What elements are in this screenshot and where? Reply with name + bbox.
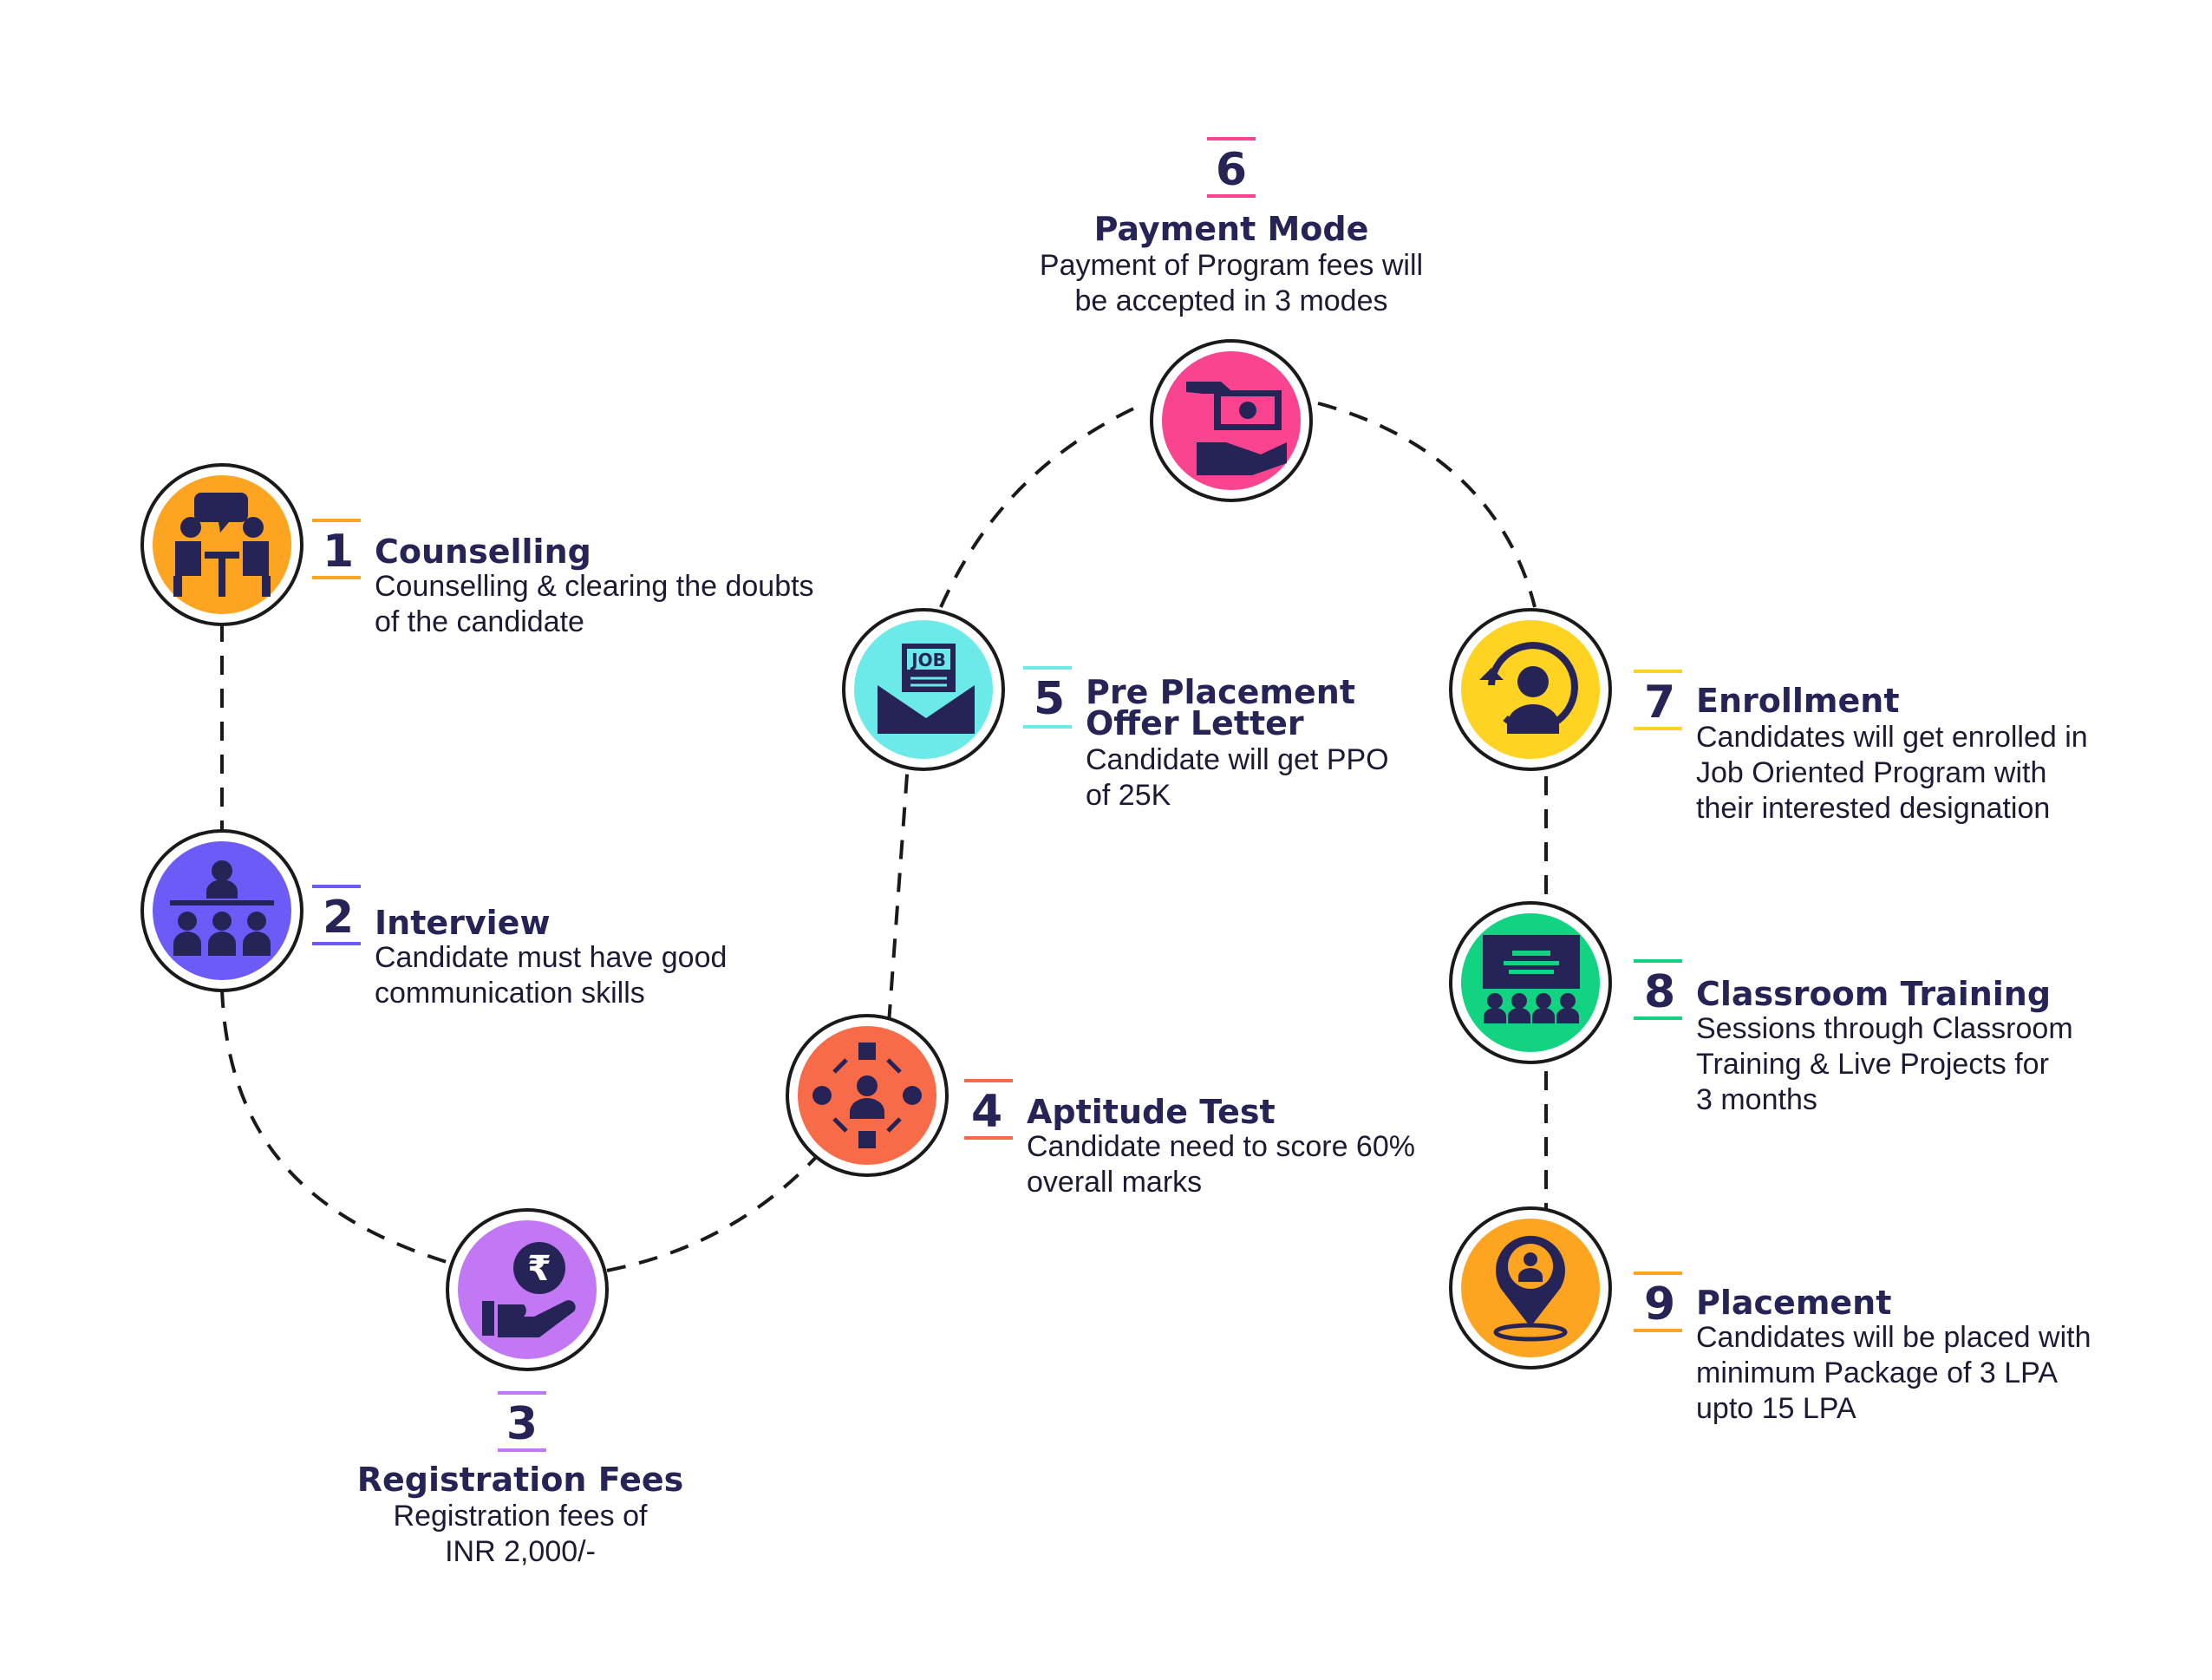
step-5-desc-line-2: of 25K	[1086, 779, 1171, 812]
step-1-number: 1	[323, 526, 355, 578]
step-4-bar-top	[964, 1079, 1013, 1082]
step-8-desc-line-1: Sessions through Classroom	[1696, 1012, 2073, 1045]
step-8-bar-bottom	[1634, 1016, 1682, 1020]
step-4-desc-line-2: overall marks	[1027, 1166, 1203, 1199]
step-3-desc-line-2: INR 2,000/-	[445, 1535, 596, 1568]
step-3-title: Registration Fees	[356, 1461, 684, 1499]
step-8-number: 8	[1644, 966, 1676, 1018]
connector-2-3	[220, 988, 447, 1264]
step-7-bar-top	[1634, 670, 1682, 673]
step-1-bar-bottom	[312, 576, 361, 579]
step-1-node	[140, 463, 303, 626]
counselling-icon	[173, 493, 271, 597]
step-9-number: 9	[1644, 1278, 1676, 1330]
step-8-desc-line-2: Training & Live Projects for	[1696, 1048, 2049, 1081]
step-5-title-line-1: Pre Placement	[1086, 673, 1355, 711]
step-4-number: 4	[971, 1086, 1003, 1138]
payment-hand-icon	[1186, 382, 1287, 475]
svg-text:₹: ₹	[527, 1249, 551, 1289]
step-4-title: Aptitude Test	[1027, 1093, 1276, 1131]
step-3-desc-line-1: Registration fees of	[393, 1500, 648, 1533]
step-9-desc-line-3: upto 15 LPA	[1696, 1392, 1856, 1425]
step-7-desc-line-2: Job Oriented Program with	[1696, 756, 2047, 789]
connector-3-4	[606, 1152, 821, 1272]
step-5-desc-line-1: Candidate will get PPO	[1086, 743, 1389, 776]
step-2-desc-line-1: Candidate must have good	[375, 941, 728, 974]
step-3-node: ₹	[446, 1208, 609, 1371]
step-8-bar-top	[1634, 959, 1682, 963]
step-9-title: Placement	[1696, 1284, 1892, 1322]
step-7-desc-line-1: Candidates will get enrolled in	[1696, 721, 2088, 754]
step-5-bar-top	[1023, 666, 1072, 670]
step-9-bar-bottom	[1634, 1329, 1682, 1332]
step-2-title: Interview	[375, 904, 551, 942]
step-1-desc-line-2: of the candidate	[375, 605, 584, 638]
step-6-bar-bottom	[1207, 194, 1256, 198]
step-2-number: 2	[323, 892, 355, 944]
step-9-bar-top	[1634, 1271, 1682, 1275]
step-7-bar-bottom	[1634, 727, 1682, 730]
step-6-number: 6	[1215, 144, 1248, 196]
step-5-number: 5	[1034, 673, 1066, 725]
step-5-bar-bottom	[1023, 725, 1072, 729]
enrollment-user-icon	[1479, 642, 1578, 734]
step-2-desc-line-2: communication skills	[375, 977, 645, 1010]
step-6-desc-line-2: be accepted in 3 modes	[1074, 284, 1388, 317]
classroom-icon	[1483, 935, 1580, 1023]
connector-6-7	[1317, 402, 1537, 608]
step-7-node	[1449, 608, 1612, 771]
step-2-bar-top	[312, 885, 361, 888]
rupee-hand-icon: ₹	[482, 1242, 576, 1337]
step-5-title-line-2: Offer Letter	[1086, 704, 1304, 742]
step-7-number: 7	[1644, 677, 1676, 729]
step-7-desc-line-3: their interested designation	[1696, 792, 2051, 825]
step-9-desc-line-2: minimum Package of 3 LPA	[1696, 1356, 2058, 1389]
interview-icon	[170, 860, 274, 956]
step-3-bar-bottom	[498, 1448, 546, 1452]
step-4-node	[786, 1014, 949, 1177]
connector-path	[220, 402, 1548, 1272]
step-3-bar-top	[498, 1391, 546, 1395]
step-5-node: JOB	[842, 608, 1005, 771]
step-9-node	[1449, 1206, 1612, 1369]
step-8-node	[1449, 901, 1612, 1064]
step-6-bar-top	[1207, 137, 1256, 141]
placement-pin-icon	[1493, 1235, 1568, 1342]
step-6-desc-line-1: Payment of Program fees will	[1039, 249, 1424, 282]
step-9-desc-line-1: Candidates will be placed with	[1696, 1321, 2091, 1354]
aptitude-network-icon	[812, 1043, 922, 1148]
step-1-title: Counselling	[375, 533, 591, 571]
step-4-desc-line-1: Candidate need to score 60%	[1027, 1130, 1415, 1163]
step-8-desc-line-3: 3 months	[1696, 1083, 1817, 1116]
connector-4-5	[887, 762, 910, 1024]
step-3-number: 3	[506, 1398, 538, 1450]
svg-text:JOB: JOB	[910, 650, 946, 670]
step-4-bar-bottom	[964, 1136, 1013, 1140]
step-2-bar-bottom	[312, 942, 361, 945]
step-8-title: Classroom Training	[1696, 975, 2052, 1013]
job-envelope-icon: JOB	[878, 644, 975, 734]
connector-5-6	[939, 402, 1145, 608]
step-2-node	[140, 829, 303, 992]
step-1-bar-top	[312, 519, 361, 522]
step-7-title: Enrollment	[1696, 682, 1900, 720]
step-6-node	[1150, 339, 1313, 502]
step-1-desc-line-1: Counselling & clearing the doubts	[375, 570, 814, 603]
step-6-title: Payment Mode	[1093, 210, 1369, 248]
